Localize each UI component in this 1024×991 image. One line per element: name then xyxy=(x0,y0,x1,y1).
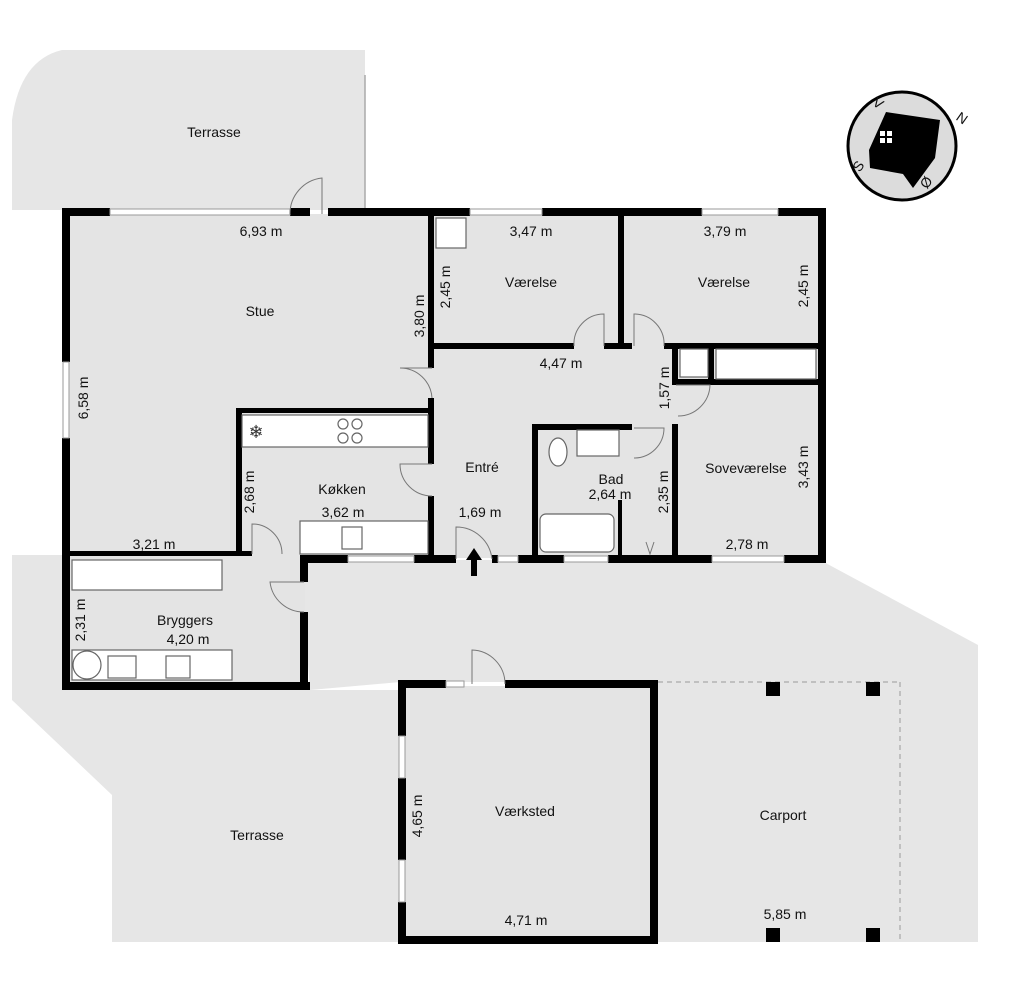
washing-machine-icon xyxy=(72,650,102,680)
dim-hall-width: 4,47 m xyxy=(540,355,583,371)
dim-carport-width: 5,85 m xyxy=(764,906,807,922)
entrance-arrow-icon xyxy=(466,548,482,576)
room-label-sovevaerelse: Soveværelse xyxy=(705,460,787,476)
terrace-front-area xyxy=(300,560,978,942)
floor-vaerksted xyxy=(404,686,652,938)
dim-entre-width: 1,69 m xyxy=(459,504,502,520)
room-label-vaerelse-1: Værelse xyxy=(505,274,557,290)
dim-koekken-width: 3,62 m xyxy=(322,504,365,520)
room-label-terrasse-bottom: Terrasse xyxy=(230,827,284,843)
carport-structure xyxy=(658,681,901,942)
room-label-stue: Stue xyxy=(246,303,275,319)
dim-vaerksted-depth: 4,65 m xyxy=(409,795,425,838)
compass-north: N xyxy=(953,108,970,127)
dim-sove-width: 2,78 m xyxy=(726,536,769,552)
dim-vaerelse1-depth: 2,45 m xyxy=(437,266,453,309)
floor-main xyxy=(67,214,819,558)
doors xyxy=(251,177,711,685)
dim-stue-side: 3,80 m xyxy=(411,295,427,338)
windows xyxy=(62,208,785,903)
dim-stue-width: 6,93 m xyxy=(240,223,283,239)
dim-vaerelse1-width: 3,47 m xyxy=(510,223,553,239)
dim-sove-depth: 3,43 m xyxy=(795,446,811,489)
terrace-bottom-area xyxy=(12,555,400,942)
room-label-bad: Bad xyxy=(599,471,624,487)
dim-vaerelse2-depth: 2,45 m xyxy=(795,265,811,308)
dim-vaerelse2-width: 3,79 m xyxy=(704,223,747,239)
compass-house-icon xyxy=(869,112,940,188)
dim-koekken-depth: 2,68 m xyxy=(241,471,257,514)
compass: N Ø S V xyxy=(846,90,971,202)
room-label-bryggers: Bryggers xyxy=(157,612,213,628)
laundry-tub-icon xyxy=(165,655,191,679)
fixtures: ❄ xyxy=(71,217,817,681)
stove-icon xyxy=(337,418,349,430)
dim-hall-depth: 1,57 m xyxy=(656,367,672,410)
room-label-carport: Carport xyxy=(760,807,807,823)
dim-bryggers-width: 4,20 m xyxy=(167,631,210,647)
room-label-vaerksted: Værksted xyxy=(495,803,555,819)
room-label-entre: Entré xyxy=(465,459,499,475)
dim-bryggers-depth: 2,31 m xyxy=(72,599,88,642)
freezer-icon: ❄ xyxy=(248,422,263,443)
dim-bad-depth: 2,35 m xyxy=(655,471,671,514)
bathtub-icon xyxy=(539,513,615,553)
house-walls xyxy=(62,208,826,944)
room-label-vaerelse-2: Værelse xyxy=(698,274,750,290)
dim-vaerksted-width: 4,71 m xyxy=(505,912,548,928)
toilet-icon xyxy=(548,437,568,467)
kitchen-sink-icon xyxy=(341,526,363,550)
dim-bad-area: 2,64 m xyxy=(589,486,632,502)
room-label-terrasse-top: Terrasse xyxy=(187,124,241,140)
room-label-koekken: Køkken xyxy=(318,481,365,497)
terrace-top-area xyxy=(12,50,365,210)
shower-drain-icon xyxy=(645,541,655,556)
dim-stue-bottom: 3,21 m xyxy=(133,536,176,552)
dim-stue-depth: 6,58 m xyxy=(75,377,91,420)
